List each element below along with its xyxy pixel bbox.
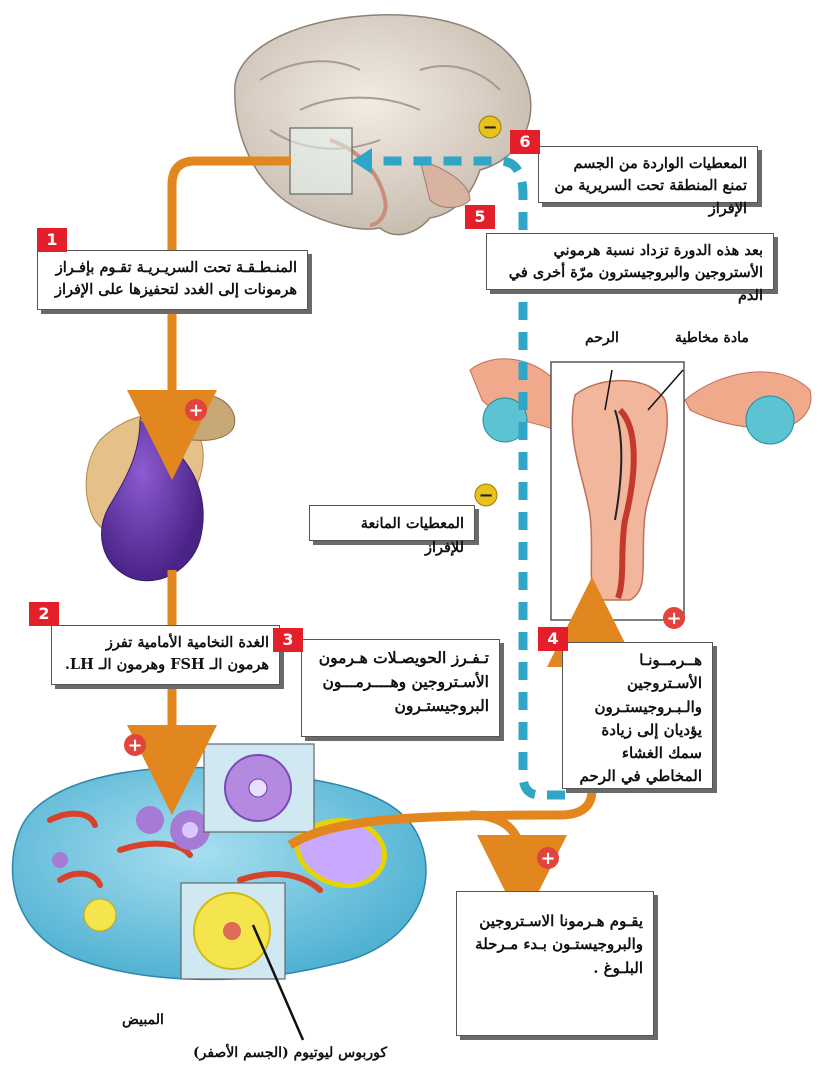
step-2-box: الغدة النخامية الأمامية تفرز هرمون الـ F… [51, 625, 280, 685]
step-1-box: المنـطـقـة تحت السريـريـة تقـوم بإفـراز … [37, 250, 308, 310]
minus-sign-feedback: − [475, 484, 497, 506]
svg-text:+: + [666, 608, 681, 629]
svg-text:+: + [188, 400, 203, 421]
step-4-badge: 4 [538, 627, 568, 651]
inhibitory-feedback-box: المعطيات المانعة للإفراز [309, 505, 475, 541]
step-5-box: بعد هذه الدورة تزداد نسبة هرموني الأسترو… [486, 233, 774, 290]
uterus-label: الرحم [585, 330, 619, 346]
step-2-badge: 2 [29, 602, 59, 626]
step-1-badge: 1 [37, 228, 67, 252]
plus-sign-ovary: + [124, 734, 146, 756]
ovary-to-puberty-arrow [470, 815, 522, 880]
plus-sign-uterus: + [663, 607, 685, 629]
step-3-badge: 3 [273, 628, 303, 652]
step-5-badge: 5 [465, 205, 495, 229]
pituitary-gland-illustration [86, 396, 235, 581]
ovary-label: المبيض [122, 1012, 164, 1028]
step-4-box: هــرمــونـا الأسـتروجين والـبـروجيستـرون… [562, 642, 713, 789]
step-6-badge: 6 [510, 130, 540, 154]
step-3-box: تـفـرز الحويصـلات هـرمون الأسـتروجين وهـ… [301, 639, 500, 737]
hypothalamus-highlight [290, 128, 352, 194]
mucous-membrane-label: مادة مخاطية [675, 330, 749, 346]
corpus-luteum-label: كوربوس ليوتيوم (الجسم الأصفر) [193, 1045, 387, 1061]
step-6-box: المعطيات الواردة من الجسم تمنع المنطقة ت… [538, 146, 758, 203]
svg-text:+: + [540, 848, 555, 869]
svg-text:−: − [482, 117, 497, 138]
plus-sign-pituitary: + [185, 399, 207, 421]
corpus-luteum-inset-core [223, 922, 241, 940]
minus-sign-hypothalamus: − [479, 116, 501, 138]
svg-text:+: + [127, 735, 142, 756]
puberty-note-box: يقـوم هـرمونا الاسـتروجين والبروجيستـون … [456, 891, 654, 1036]
svg-text:−: − [478, 485, 493, 506]
follicle-inset-nucleus [249, 779, 267, 797]
plus-sign-puberty: + [537, 847, 559, 869]
